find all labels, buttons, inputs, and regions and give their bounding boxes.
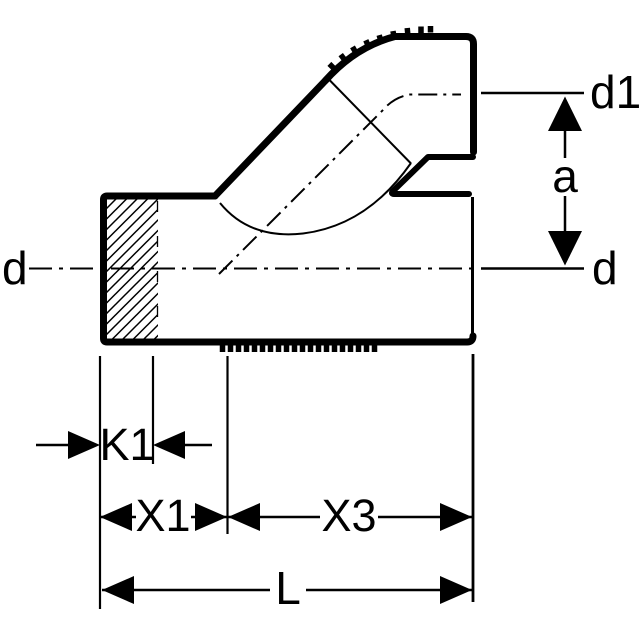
dim-x1-label-mask <box>136 496 191 536</box>
serration-tooth <box>363 345 370 352</box>
dim-x1-arrow-left-icon <box>100 503 132 531</box>
label-k1: K1 <box>99 419 154 470</box>
label-l: L <box>275 562 301 614</box>
dim-a-arrow-up-icon <box>548 96 582 131</box>
pipe-weld-serrations <box>219 345 378 352</box>
branch-weld-serrations <box>327 26 434 71</box>
label-x3: X3 <box>321 490 376 541</box>
serration-tooth <box>299 345 306 352</box>
serration-tooth <box>275 345 282 352</box>
serration-tooth <box>267 345 274 352</box>
serration-tooth <box>376 34 384 43</box>
label-d1: d1 <box>590 66 640 118</box>
serration-tooth <box>323 345 330 352</box>
branch-notch-outline <box>389 154 476 197</box>
serration-tooth <box>283 345 290 352</box>
serration-tooth <box>427 26 434 33</box>
serration-tooth <box>355 345 362 352</box>
serration-tooth <box>418 26 424 33</box>
serration-tooth <box>251 345 258 352</box>
branch-seam-line <box>327 78 412 165</box>
dim-l-arrow-right-icon <box>440 576 472 604</box>
label-d-left: d <box>2 242 28 294</box>
branch-saddle-arc <box>219 162 412 236</box>
branch-outline <box>211 33 477 200</box>
serration-tooth <box>307 345 314 352</box>
dim-x1-arrow-right-icon <box>195 503 227 531</box>
branch-centerline <box>218 93 461 275</box>
serration-tooth <box>327 61 336 71</box>
label-x1: X1 <box>135 490 190 541</box>
dim-a-arrow-down-icon <box>548 231 582 266</box>
serration-tooth <box>350 45 359 54</box>
serration-tooth <box>363 39 371 48</box>
dim-x3-arrow-right-icon <box>440 503 472 531</box>
serration-tooth <box>347 345 354 352</box>
dim-l-label-mask <box>270 564 306 609</box>
dim-x3-label-mask <box>320 496 378 536</box>
serration-tooth <box>338 52 347 62</box>
dim-k1-arrow-right-icon <box>153 431 185 459</box>
serration-tooth <box>315 345 322 352</box>
serration-tooth <box>371 345 378 352</box>
dim-l-arrow-left-icon <box>102 576 134 604</box>
serration-tooth <box>331 345 338 352</box>
serration-tooth <box>404 27 411 35</box>
serration-tooth <box>227 345 234 352</box>
dim-x3-arrow-left-icon <box>228 503 260 531</box>
serration-tooth <box>339 345 346 352</box>
label-d-right: d <box>592 242 618 294</box>
label-a: a <box>552 150 578 202</box>
serration-tooth <box>259 345 266 352</box>
serration-tooth <box>219 345 226 352</box>
dim-k1-arrow-left-icon <box>68 431 100 459</box>
serration-tooth <box>390 30 397 38</box>
serration-tooth <box>243 345 250 352</box>
serration-tooth <box>235 345 242 352</box>
serration-tooth <box>291 345 298 352</box>
